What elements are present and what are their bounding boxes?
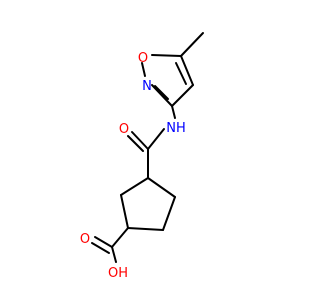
bond-ring-5 — [147, 177, 176, 198]
atom-acid-hydroxyl: OH — [108, 266, 128, 281]
bond-c5-c4-inner — [175, 62, 187, 85]
bond-acid-o-inner — [91, 242, 110, 254]
bond-ring-2 — [120, 194, 129, 229]
atom-acid-oxygen: O — [80, 232, 90, 247]
atom-isoxazole-nitrogen: N — [142, 79, 152, 94]
bond-acid-oh — [111, 246, 117, 263]
bond-ring-1 — [120, 177, 149, 196]
bond-c3-n-inner — [154, 85, 169, 100]
bond-methyl — [180, 32, 204, 57]
bond-acid-o — [94, 236, 113, 248]
bond-ring-3 — [127, 227, 164, 231]
atom-labels: O N NH O O OH — [80, 51, 186, 281]
bond-c4-c3 — [171, 84, 194, 107]
atom-isoxazole-oxygen: O — [138, 51, 148, 66]
bond-c3-nh — [171, 105, 176, 119]
bond-nh-carbonyl — [147, 128, 165, 150]
molecule-canvas: O N NH O O OH — [79, 32, 204, 281]
bond-ring-acid — [111, 227, 129, 248]
bond-carbonyl-o-inner — [127, 135, 144, 152]
bond-c3-n — [151, 84, 173, 107]
bond-ring-4 — [162, 196, 176, 231]
bond-carbonyl-o — [131, 131, 149, 150]
atom-amide-nh: NH — [166, 121, 186, 136]
bond-c5-c4 — [180, 55, 194, 86]
structure-diagram: O N NH O O OH — [80, 32, 204, 281]
bond-o-c5 — [151, 54, 182, 57]
bond-n-o — [141, 62, 146, 77]
atom-amide-oxygen: O — [119, 122, 129, 137]
bond-lines — [91, 32, 204, 263]
